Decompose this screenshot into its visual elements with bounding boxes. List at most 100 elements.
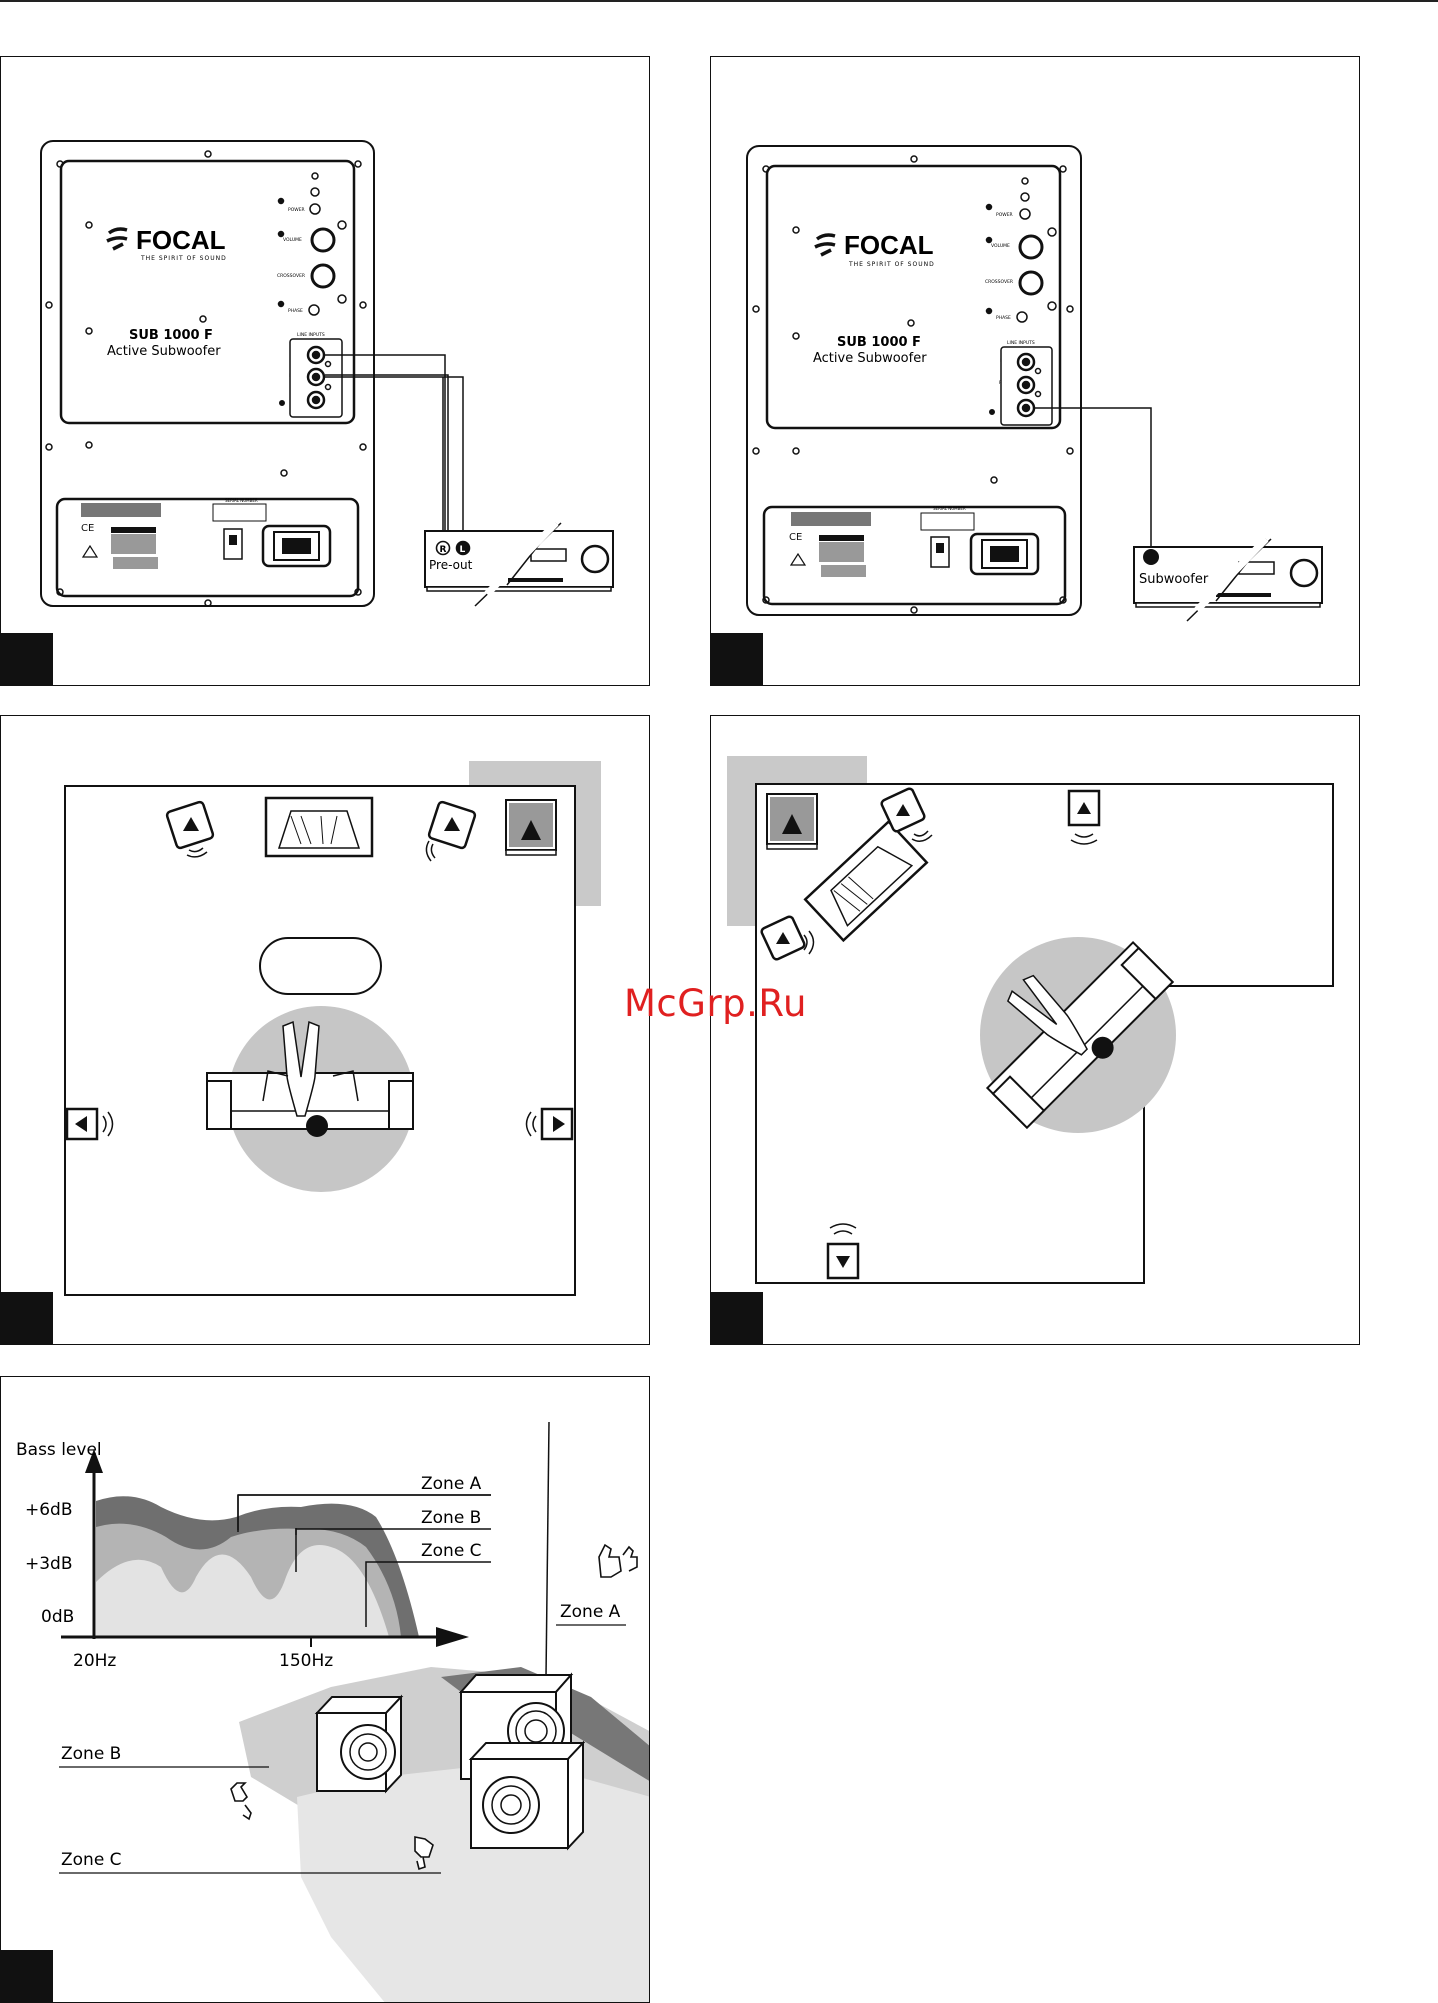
- thumbs-down-icon-zone-b: [230, 1782, 252, 1821]
- subwoofer-icon: [766, 793, 818, 850]
- room-corner-drawing: [727, 756, 1334, 1284]
- rear-left-speaker-icon: [826, 1223, 860, 1280]
- rear-right-speaker-icon: [1067, 789, 1101, 845]
- model-subtitle: Active Subwoofer: [107, 344, 221, 359]
- serial-label: SERIAL NUMBER: [933, 506, 966, 511]
- receiver-label: Pre-out: [429, 558, 473, 572]
- receiver-jack-r: [435, 540, 451, 556]
- room-label-zone-c: Zone C: [61, 1850, 122, 1870]
- sub-control-panel: [765, 164, 1062, 430]
- screw-holes: [45, 150, 367, 607]
- left-input-jack: [1016, 352, 1036, 372]
- x-tick-20hz: 20Hz: [73, 1651, 116, 1671]
- room-label-zone-b: Zone B: [61, 1744, 121, 1764]
- control-label-power: POWER: [996, 212, 1013, 218]
- sub-control-panel: [59, 159, 356, 425]
- cable-lfe: [1034, 407, 1152, 555]
- sofa-with-listener: [206, 1020, 414, 1137]
- panel-stereo-drawing: FOCAL THE SPIRIT OF SOUND SUB 1000 F Act…: [40, 140, 614, 607]
- control-knobs: [985, 177, 1057, 323]
- step-marker: [711, 1292, 763, 1344]
- y-tick-3db: +3dB: [25, 1554, 73, 1574]
- screw-holes: [752, 155, 1074, 614]
- jack-label-l: L: [460, 545, 466, 555]
- control-label-crossover: CROSSOVER: [985, 279, 1013, 285]
- brand-tagline: THE SPIRIT OF SOUND: [140, 255, 227, 262]
- receiver-jack-l: [455, 540, 471, 556]
- top-rule: [0, 0, 1438, 2]
- focal-logo-icon: [814, 233, 836, 257]
- front-right-speaker-icon: [425, 800, 477, 862]
- room-label-zone-a: Zone A: [560, 1602, 621, 1622]
- model-name: SUB 1000 F: [837, 335, 921, 350]
- brand-name: FOCAL: [136, 225, 226, 255]
- compliance-labels: CE: [789, 512, 871, 577]
- control-label-volume: VOLUME: [283, 237, 302, 243]
- x-tick-150hz: 150Hz: [279, 1651, 333, 1671]
- receiver-label: Subwoofer: [1139, 572, 1209, 587]
- tv-set: [803, 819, 929, 943]
- panel-stereo-connection: FOCAL THE SPIRIT OF SOUND SUB 1000 F Act…: [0, 56, 650, 686]
- chart-label-zone-b: Zone B: [421, 1508, 481, 1528]
- y-axis-title: Bass level: [16, 1440, 102, 1460]
- leader-zone-a: [237, 1494, 491, 1530]
- step-marker: [1, 633, 53, 685]
- serial-box: [920, 512, 975, 531]
- control-label-volume: VOLUME: [991, 243, 1010, 249]
- brand-name: FOCAL: [844, 230, 934, 260]
- brand-tagline: THE SPIRIT OF SOUND: [848, 261, 935, 268]
- y-axis-arrow: [85, 1449, 103, 1473]
- thumbs-down-icon-zone-c: [414, 1836, 434, 1871]
- panel-lfe-drawing: FOCAL THE SPIRIT OF SOUND SUB 1000 F Act…: [746, 145, 1323, 622]
- step-marker: [711, 633, 763, 685]
- step-marker: [1, 1292, 53, 1344]
- control-label-line-inputs: LINE INPUTS: [1007, 340, 1035, 346]
- room-front-drawing: [64, 761, 601, 1296]
- sub-power-panel: [762, 505, 1067, 606]
- leader-zone-b: [295, 1528, 491, 1572]
- sub-power-panel: [55, 497, 360, 598]
- svg-text:CE: CE: [789, 532, 802, 543]
- lfe-input-jack: [306, 390, 326, 410]
- front-left-speaker-icon: [165, 800, 215, 858]
- control-label-phase: PHASE: [996, 315, 1011, 321]
- model-subtitle: Active Subwoofer: [813, 351, 927, 366]
- focal-logo-icon: [106, 227, 128, 251]
- right-input-jack: [1016, 375, 1036, 395]
- model-name: SUB 1000 F: [129, 328, 213, 343]
- control-knobs: [277, 172, 347, 316]
- tv-set: [264, 796, 374, 858]
- surround-left-speaker-icon: [65, 1107, 114, 1141]
- cable-left: [324, 354, 446, 539]
- compliance-labels: CE: [81, 503, 161, 569]
- chart-label-zone-c: Zone C: [421, 1541, 482, 1561]
- control-label-crossover: CROSSOVER: [277, 273, 305, 279]
- jack-label-r: R: [440, 545, 447, 555]
- receiver-sub-jack: [1143, 549, 1159, 565]
- receiver-device: R L Pre-out: [424, 520, 614, 607]
- surround-right-speaker-icon: [525, 1107, 574, 1141]
- y-tick-0db: 0dB: [41, 1607, 74, 1627]
- receiver-device: Subwoofer: [1133, 536, 1323, 622]
- serial-box: [212, 503, 267, 522]
- leader-zone-c: [365, 1561, 491, 1627]
- step-marker: [1, 1950, 53, 2002]
- sofa-with-listener: [985, 940, 1175, 1130]
- thumbs-up-icon: [598, 1543, 638, 1578]
- control-label-power: POWER: [288, 207, 305, 213]
- front-left-speaker-icon: [760, 915, 815, 961]
- cable-right: [324, 374, 464, 539]
- panel-room-layout-corner: [710, 715, 1360, 1345]
- control-label-phase: PHASE: [288, 308, 303, 314]
- y-tick-6db: +6dB: [25, 1500, 73, 1520]
- control-label-line-inputs: LINE INPUTS: [297, 332, 325, 338]
- front-right-speaker-icon: [880, 787, 933, 842]
- bass-response-drawing: Bass level +6dB +3dB 0dB 20Hz 150Hz Zone…: [16, 1421, 649, 2002]
- chart-label-zone-a: Zone A: [421, 1474, 482, 1494]
- coffee-table: [259, 937, 382, 995]
- watermark-text: McGrp.Ru: [624, 982, 807, 1025]
- x-axis-arrow: [436, 1627, 469, 1647]
- subwoofer-box-zone-b: [314, 1694, 404, 1794]
- serial-label: SERIAL NUMBER: [225, 498, 258, 503]
- corner-line: [545, 1421, 550, 1678]
